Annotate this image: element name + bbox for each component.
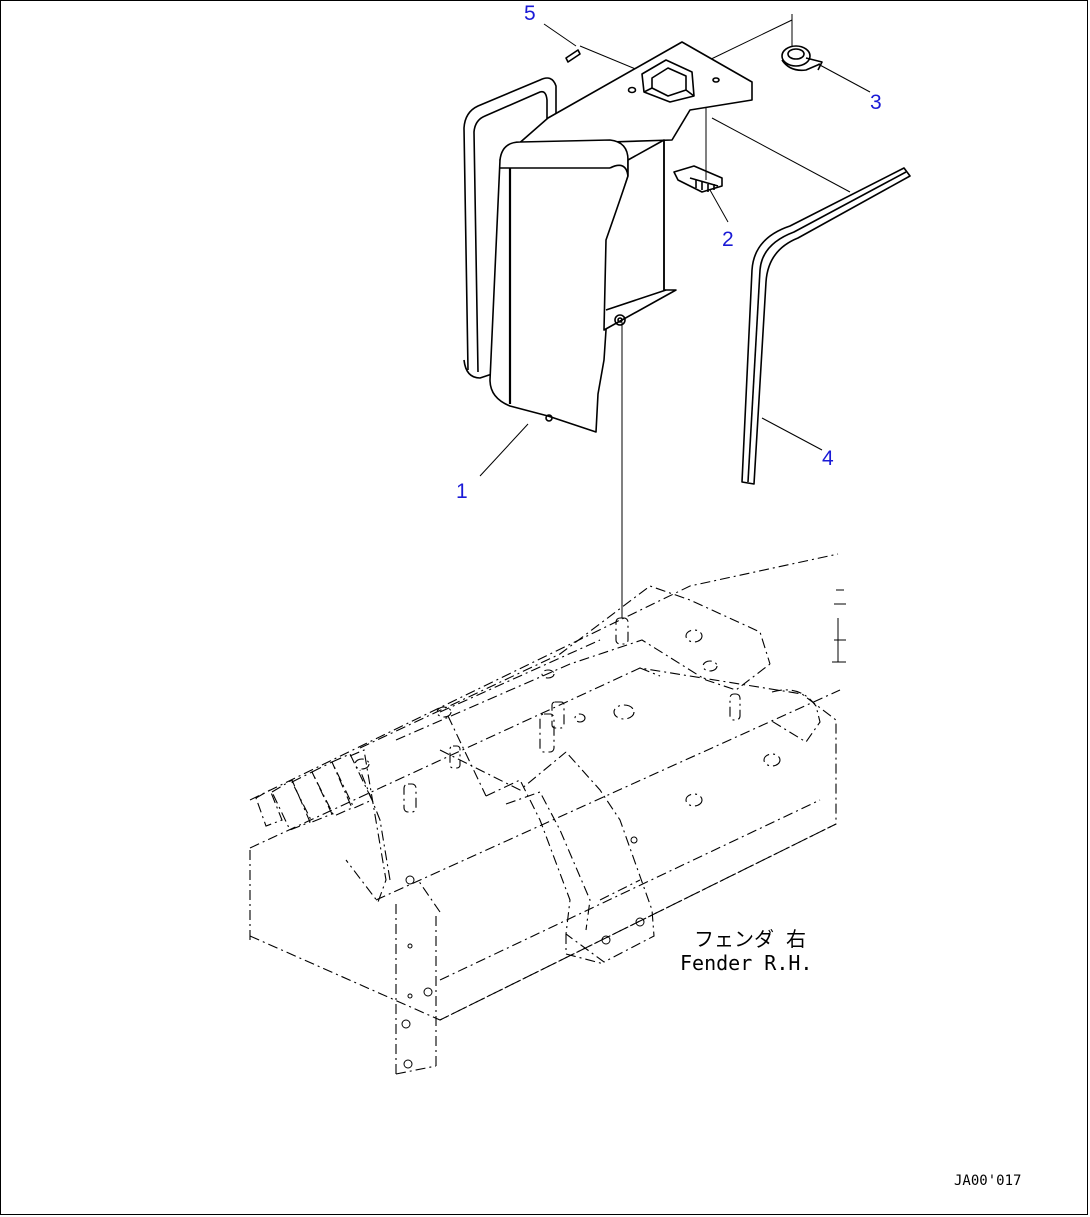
fender-label-japanese: フェンダ 右 (694, 927, 806, 951)
clip-part (673, 165, 723, 193)
callout-numbers: 5 3 2 4 1 (456, 2, 882, 503)
trim-strip-part (741, 167, 911, 485)
pin-part (565, 49, 581, 63)
grommet-part (781, 45, 823, 72)
fender-label-english: Fender R.H. (680, 951, 812, 975)
callout-1: 1 (456, 480, 468, 503)
cover-box-part (463, 41, 753, 433)
callout-2: 2 (722, 228, 734, 251)
fender-rh-phantom (249, 553, 846, 1075)
callout-leaders (479, 23, 871, 477)
callout-3: 3 (870, 91, 882, 114)
callout-4: 4 (822, 447, 834, 470)
callout-5: 5 (524, 2, 536, 25)
drawing-code: JA00'017 (954, 1173, 1021, 1189)
